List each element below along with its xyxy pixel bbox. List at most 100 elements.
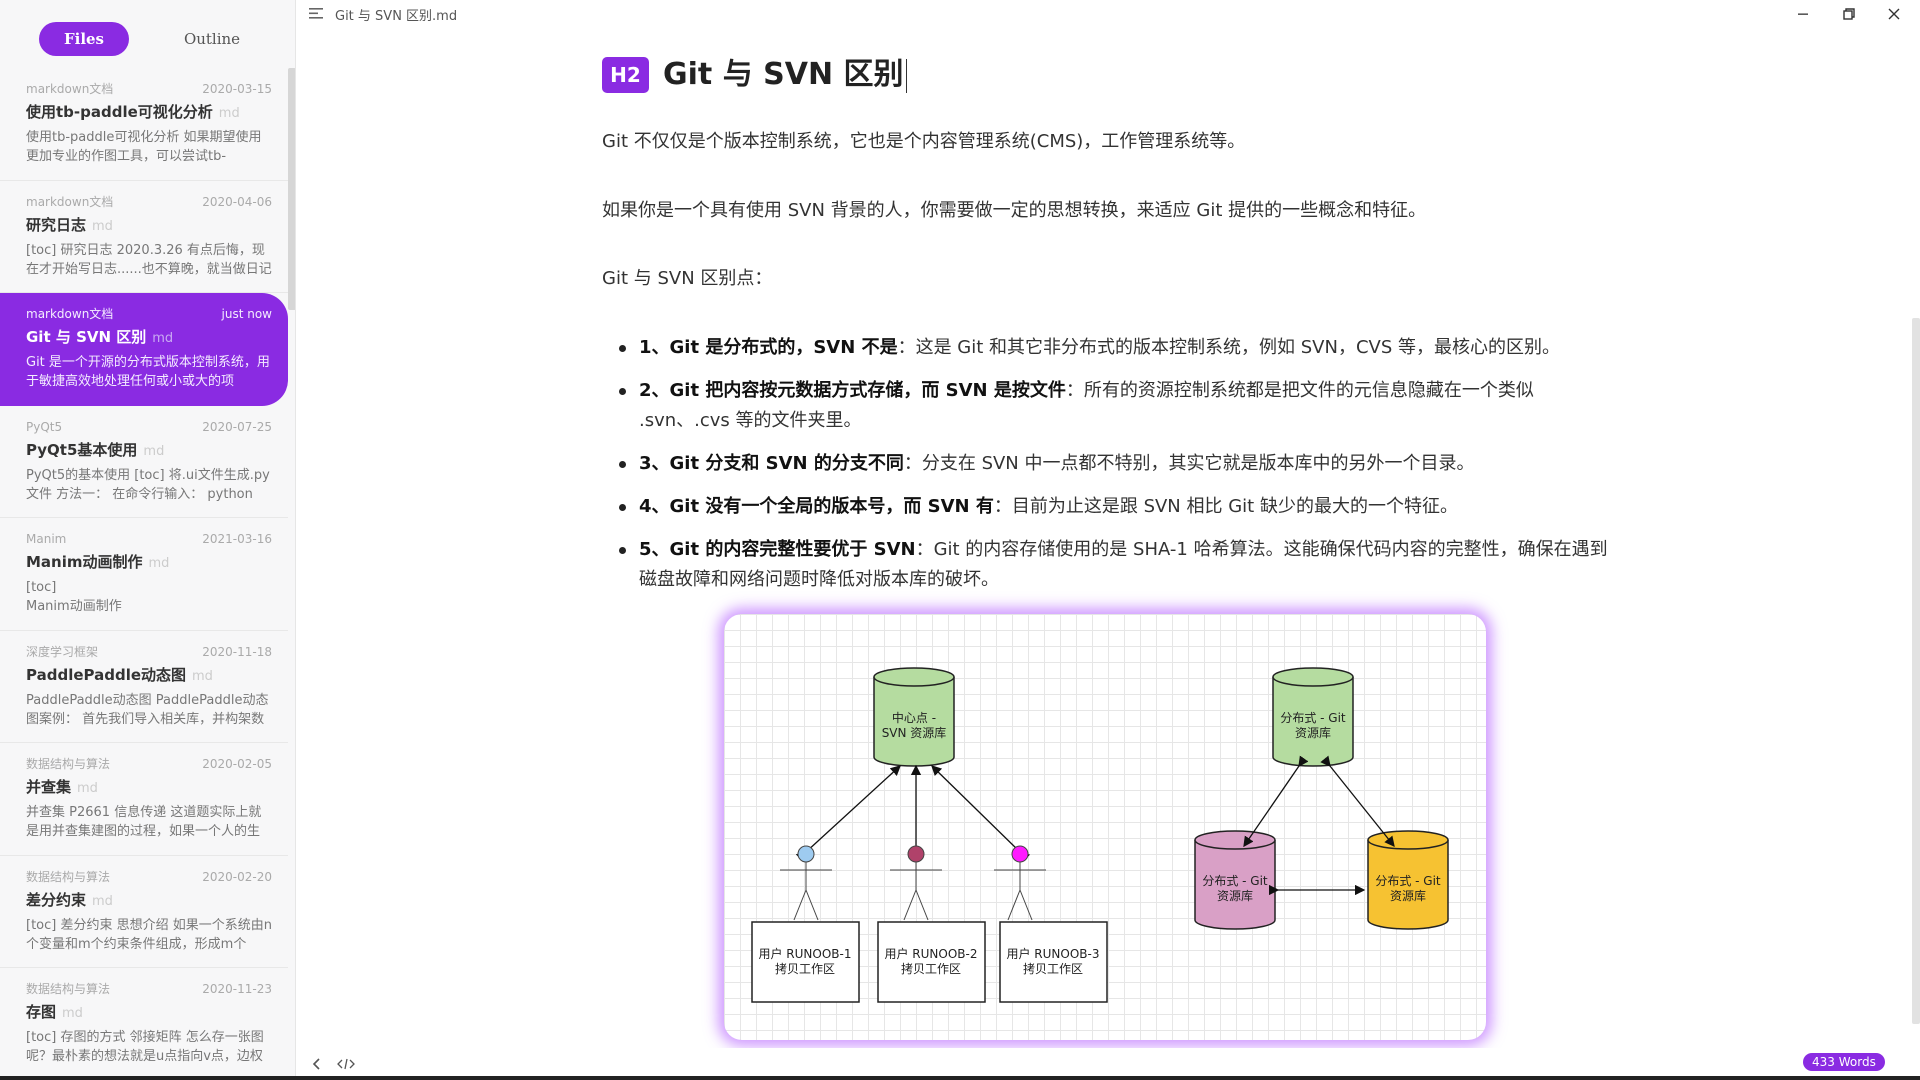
git-left-label-2: 资源库 [1217, 888, 1253, 903]
file-extension: md [92, 893, 113, 909]
close-icon[interactable] [1883, 3, 1905, 25]
user-box-3: 用户 RUNOOB-3 拷贝工作区 [999, 921, 1108, 1003]
difference-title: 1、Git 是分布式的，SVN 不是 [639, 337, 898, 358]
file-excerpt: [toc] 存图的方式 邻接矩阵 怎么存一张图呢？最朴素的想法就是u点指向v点，… [26, 1030, 264, 1064]
user-box-1-line2: 拷贝工作区 [775, 961, 835, 976]
git-repository-right: 分布式 - Git 资源库 [1367, 830, 1449, 930]
difference-item[interactable]: 5、Git 的内容完整性要优于 SVN：Git 的内容存储使用的是 SHA-1 … [602, 535, 1612, 595]
source-code-icon[interactable] [337, 1057, 355, 1071]
file-date: 2020-11-18 [202, 644, 272, 659]
git-right-label-2: 资源库 [1390, 888, 1426, 903]
file-category: PyQt5 [26, 419, 63, 434]
user-box-2: 用户 RUNOOB-2 拷贝工作区 [877, 921, 986, 1003]
file-excerpt: 并查集 P2661 信息传递 这道题实际上就是用并查集建图的过程，如果一个人的生 [26, 805, 262, 839]
arrow-user3-repo [931, 765, 1031, 863]
sidebar-scrollbar[interactable] [288, 68, 295, 310]
difference-item[interactable]: 1、Git 是分布式的，SVN 不是：这是 Git 和其它非分布式的版本控制系统… [602, 333, 1612, 363]
diagram-svg: 中心点 - SVN 资源库 [751, 667, 1449, 1003]
file-category: markdown文档 [26, 307, 114, 321]
file-excerpt: 使用tb-paddle可视化分析 如果期望使用更加专业的作图工具，可以尝试tb- [26, 130, 262, 164]
arrow-user1-repo [795, 765, 901, 862]
editor-content[interactable]: H2 Git 与 SVN 区别 Git 不仅仅是个版本控制系统，它也是个内容管理… [297, 28, 1920, 1048]
bottom-border [0, 1076, 1920, 1080]
difference-text: ：这是 Git 和其它非分布式的版本控制系统，例如 SVN，CVS 等，最核心的… [897, 337, 1560, 358]
menu-icon[interactable] [309, 7, 325, 20]
user-box-2-line1: 用户 RUNOOB-2 [884, 946, 977, 961]
file-date: 2020-11-23 [202, 982, 272, 996]
editor-scrollbar[interactable] [1912, 318, 1920, 1024]
difference-item[interactable]: 4、Git 没有一个全局的版本号，而 SVN 有：目前为止这是跟 SVN 相比 … [602, 492, 1612, 522]
restore-icon[interactable] [1837, 3, 1859, 25]
difference-title: 2、Git 把内容按元数据方式存储，而 SVN 是按文件 [639, 380, 1066, 401]
difference-text: ：Git 的内容存储使用的是 SHA-1 哈希算法。这能确保代码内容的完整性，确… [639, 539, 1608, 590]
heading-level-badge: H2 [602, 57, 649, 93]
heading-text: Git 与 SVN 区别 [663, 57, 904, 92]
difference-item[interactable]: 3、Git 分支和 SVN 的分支不同：分支在 SVN 中一点都不特别，其实它就… [602, 449, 1612, 479]
file-title: 使用tb-paddle可视化分析 [26, 103, 213, 121]
user-box-3-line1: 用户 RUNOOB-3 [1006, 946, 1099, 961]
file-title: PaddlePaddle动态图 [26, 665, 187, 684]
tab-outline[interactable]: Outline [183, 30, 241, 48]
file-date: 2020-02-20 [202, 869, 272, 884]
file-extension: md [92, 218, 113, 234]
git-repository-left: 分布式 - Git 资源库 [1194, 830, 1276, 930]
title-bar: Git 与 SVN 区别.md [297, 0, 1920, 28]
paragraph-2[interactable]: 如果你是一个具有使用 SVN 背景的人，你需要做一定的思想转换，来适应 Git … [602, 200, 1427, 221]
difference-text: ：分支在 SVN 中一点都不特别，其实它就是版本库中的另外一个目录。 [903, 453, 1475, 474]
user-figure-2 [890, 845, 942, 921]
difference-title: 4、Git 没有一个全局的版本号，而 SVN 有 [639, 496, 994, 517]
file-date: 2021-03-16 [202, 532, 272, 546]
paragraph-3[interactable]: Git 与 SVN 区别点： [602, 268, 773, 289]
file-excerpt: [toc] 研究日志 2020.3.26 有点后悔，现在才开始写日志......… [26, 242, 272, 277]
user-figure-3 [994, 845, 1046, 921]
file-excerpt: PaddlePaddle动态图 PaddlePaddle动态图案例： 首先我们导… [26, 692, 269, 727]
sidebar-tabs: Files Outline [0, 0, 295, 68]
svn-repo-label-2: SVN 资源库 [882, 725, 947, 740]
word-count-badge[interactable]: 433 Words [1803, 1053, 1885, 1071]
difference-title: 5、Git 的内容完整性要优于 SVN [639, 539, 916, 560]
file-excerpt: [toc] Manim动画制作 [26, 580, 122, 614]
file-title: 并查集 [26, 778, 72, 796]
file-date: 2020-04-06 [202, 194, 272, 209]
file-date: 2020-02-05 [202, 757, 272, 771]
file-extension: md [77, 781, 98, 796]
user-box-2-line2: 拷贝工作区 [901, 961, 961, 976]
file-title: Git 与 SVN 区别 [26, 328, 147, 346]
tab-files[interactable]: Files [39, 22, 129, 56]
status-bar: 433 Words [297, 1048, 1920, 1080]
file-title-row: 并查集 md [26, 776, 272, 798]
document-heading[interactable]: Git 与 SVN 区别 [663, 54, 907, 96]
differences-list: 1、Git 是分布式的，SVN 不是：这是 Git 和其它非分布式的版本控制系统… [602, 333, 1612, 608]
paragraph-1[interactable]: Git 不仅仅是个版本控制系统，它也是个内容管理系统(CMS)，工作管理系统等。 [602, 131, 1246, 152]
user-figure-1 [780, 845, 832, 921]
git-top-label-1: 分布式 - Git [1280, 711, 1346, 725]
file-title: 研究日志 [26, 215, 87, 234]
collapse-sidebar-icon[interactable] [310, 1057, 324, 1071]
minimize-icon[interactable] [1792, 3, 1814, 25]
text-cursor [905, 58, 907, 93]
file-category: 深度学习框架 [26, 644, 99, 659]
user-box-1-line1: 用户 RUNOOB-1 [758, 946, 851, 961]
difference-item[interactable]: 2、Git 把内容按元数据方式存储，而 SVN 是按文件：所有的资源控制系统都是… [602, 376, 1612, 436]
file-extension: md [148, 556, 170, 571]
file-excerpt: Git 是一个开源的分布式版本控制系统，用于敏捷高效地处理任何或小或大的项 [26, 355, 270, 389]
file-title-row: 研究日志 md [26, 214, 272, 236]
